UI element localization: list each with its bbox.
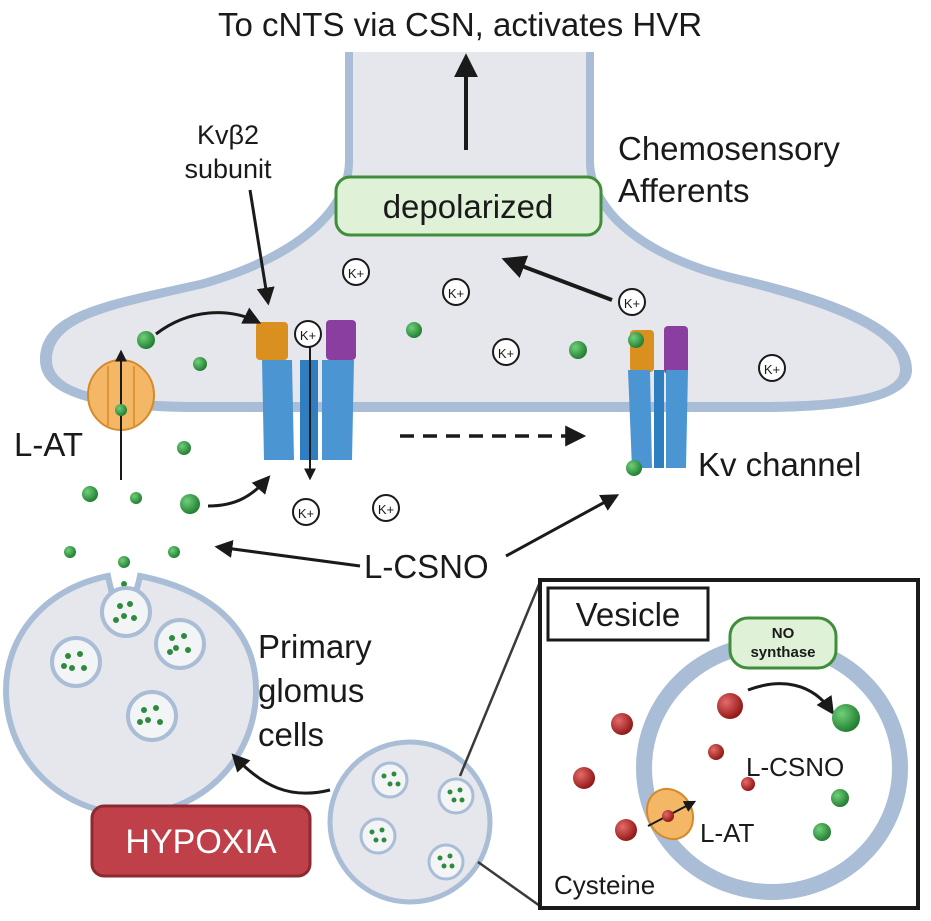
kv-channel-right	[628, 326, 688, 468]
lat-label: L-AT	[14, 426, 83, 463]
k-ion: K+	[442, 278, 470, 306]
lcsno-molecule	[628, 332, 644, 348]
lcsno-molecule	[832, 704, 860, 732]
lat-transporter-membrane	[87, 349, 155, 480]
zoom-line-top	[458, 581, 542, 777]
lcsno-molecule	[64, 546, 76, 558]
secretory-granule	[437, 777, 475, 815]
no-synthase: NO synthase	[728, 616, 838, 670]
svg-text:K+: K+	[498, 346, 514, 361]
kvb2-label-line1: Kvβ2	[197, 120, 259, 150]
cysteine-molecule	[717, 693, 743, 719]
svg-text:K+: K+	[348, 266, 364, 281]
lcsno-molecule	[193, 357, 207, 371]
svg-text:K+: K+	[764, 362, 780, 377]
lcsno-left-arrow	[214, 539, 361, 568]
chemosensory-label-line1: Chemosensory	[618, 130, 840, 167]
lcsno-molecules	[64, 322, 644, 568]
lat-transporter-vesicle	[645, 787, 697, 841]
lcsno-right-arrow	[505, 494, 620, 558]
depolarized-badge: depolarized	[334, 175, 603, 237]
secretory-granule	[50, 636, 102, 688]
synthesis-arrow	[747, 682, 834, 715]
lcsno-molecule	[137, 331, 155, 349]
primary-label-line3: cells	[258, 716, 324, 753]
kv-channel-left	[256, 320, 356, 481]
lcsno-molecule	[813, 823, 831, 841]
lcsno-to-kvb2-arrow	[155, 307, 262, 336]
primary-label-line2: glomus	[258, 672, 364, 709]
k-ion: K+	[758, 354, 786, 382]
vesicle-inset: Vesicle NO synthase L-CSNO L-AT Cys	[538, 578, 920, 910]
vesicle-title: Vesicle	[576, 596, 681, 633]
small-glomus-cell	[327, 739, 493, 905]
vesicle-lcsno-label: L-CSNO	[746, 752, 844, 782]
lcsno-molecule	[130, 492, 142, 504]
hypoxia-label: HYPOXIA	[125, 823, 276, 861]
top-label: To cNTS via CSN, activates HVR	[218, 6, 702, 43]
vesicle-lat-label: L-AT	[700, 818, 755, 848]
potassium-ions: K+ K+ K+ K+ K+ K+ K+ K+	[292, 258, 786, 526]
primary-label-line1: Primary	[258, 628, 372, 665]
cysteine-label: Cysteine	[554, 870, 655, 900]
primary-glomus-cell	[2, 572, 260, 818]
svg-text:K+: K+	[448, 286, 464, 301]
lcsno-molecule	[569, 341, 587, 359]
lcsno-molecule	[177, 441, 191, 455]
lcsno-molecule	[180, 494, 200, 514]
kvb2-arrow	[248, 189, 275, 306]
k-ion: K+	[618, 288, 646, 316]
k-ion: K+	[292, 498, 320, 526]
no-synthase-line2: synthase	[750, 644, 815, 661]
kvb2-label-line2: subunit	[184, 154, 272, 184]
k-ion: K+	[342, 258, 370, 286]
secretory-granule	[371, 761, 409, 799]
lcsno-to-channel-arrow	[207, 475, 271, 508]
cysteine-molecule	[615, 819, 637, 841]
k-ion: K+	[372, 494, 400, 522]
svg-text:K+: K+	[624, 296, 640, 311]
cysteine-molecule	[573, 767, 595, 789]
lcsno-molecule	[82, 486, 98, 502]
lcsno-molecule	[406, 322, 422, 338]
secretory-granule	[427, 843, 465, 881]
kv-channel-label: Kv channel	[698, 446, 861, 483]
chemosensory-label-line2: Afferents	[618, 172, 749, 209]
secretory-granule	[126, 690, 178, 742]
cysteine-molecule	[708, 744, 724, 760]
svg-text:K+: K+	[378, 502, 394, 517]
lcsno-label: L-CSNO	[364, 548, 489, 585]
svg-text:K+: K+	[300, 328, 316, 343]
hypoxia-to-primary-arrow	[231, 753, 331, 795]
k-ion: K+	[492, 338, 520, 366]
lcsno-molecule	[831, 789, 849, 807]
cysteine-molecule	[741, 777, 755, 791]
k-ion: K+	[294, 320, 322, 348]
zoom-line-bottom	[477, 860, 541, 908]
lcsno-molecule	[626, 460, 642, 476]
depolarized-label: depolarized	[383, 188, 554, 225]
secretory-granule	[154, 618, 206, 670]
depolarization-arrow	[501, 255, 613, 302]
no-synthase-line1: NO	[772, 625, 795, 642]
secretory-granule	[359, 817, 397, 855]
secretory-granule	[100, 586, 152, 638]
cysteine-molecule	[611, 713, 633, 735]
lcsno-molecule	[118, 556, 130, 568]
svg-text:K+: K+	[298, 506, 314, 521]
lcsno-molecule	[168, 546, 180, 558]
hypoxia-badge: HYPOXIA	[90, 804, 312, 878]
